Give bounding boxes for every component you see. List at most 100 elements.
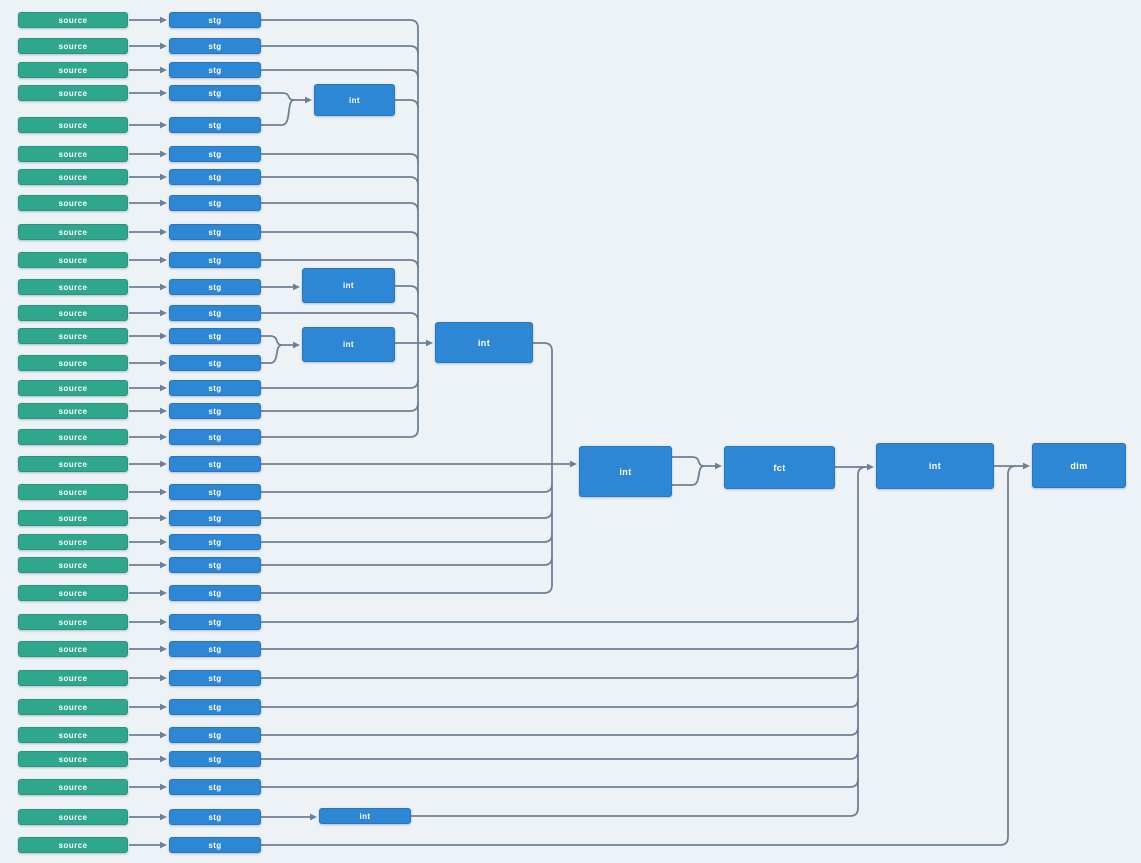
stg-node-28[interactable]: stg — [169, 727, 261, 743]
stg-node-25[interactable]: stg — [169, 641, 261, 657]
source-node-24[interactable]: source — [18, 614, 128, 630]
source-node-4[interactable]: source — [18, 85, 128, 101]
int3-node[interactable]: int — [876, 443, 994, 489]
source-node-32[interactable]: source — [18, 837, 128, 853]
stg-node-26[interactable]: stg — [169, 670, 261, 686]
node-label: stg — [208, 308, 222, 318]
source-node-27[interactable]: source — [18, 699, 128, 715]
stg-node-13[interactable]: stg — [169, 328, 261, 344]
stg-node-32[interactable]: stg — [169, 837, 261, 853]
stg-node-4[interactable]: stg — [169, 85, 261, 101]
source-node-25[interactable]: source — [18, 641, 128, 657]
source-node-17[interactable]: source — [18, 429, 128, 445]
arrowhead-icon — [160, 674, 167, 682]
source-node-23[interactable]: source — [18, 585, 128, 601]
dim-node[interactable]: dim — [1032, 443, 1126, 488]
arrowhead-icon — [160, 645, 167, 653]
source-node-8[interactable]: source — [18, 195, 128, 211]
source-node-2[interactable]: source — [18, 38, 128, 54]
stg-node-3[interactable]: stg — [169, 62, 261, 78]
stg-node-16[interactable]: stg — [169, 403, 261, 419]
stg-node-11[interactable]: stg — [169, 279, 261, 295]
arrowhead-icon — [160, 783, 167, 791]
stg-node-29[interactable]: stg — [169, 751, 261, 767]
source-node-9[interactable]: source — [18, 224, 128, 240]
node-label: source — [58, 308, 88, 318]
int1-node[interactable]: int — [435, 322, 533, 363]
stg-node-8[interactable]: stg — [169, 195, 261, 211]
arrowhead-icon — [160, 256, 167, 264]
stg-node-5[interactable]: stg — [169, 117, 261, 133]
node-label: stg — [208, 172, 222, 182]
node-label: source — [58, 65, 88, 75]
stg-node-24[interactable]: stg — [169, 614, 261, 630]
node-label: stg — [208, 644, 222, 654]
stg-node-20[interactable]: stg — [169, 510, 261, 526]
int2-node[interactable]: int — [579, 446, 672, 497]
source-node-30[interactable]: source — [18, 779, 128, 795]
node-label: stg — [208, 41, 222, 51]
stg-node-27[interactable]: stg — [169, 699, 261, 715]
source-node-10[interactable]: source — [18, 252, 128, 268]
node-label: source — [58, 560, 88, 570]
node-label: source — [58, 383, 88, 393]
edge — [395, 99, 419, 109]
source-node-31[interactable]: source — [18, 809, 128, 825]
int-a-node[interactable]: int — [314, 84, 395, 116]
source-node-20[interactable]: source — [18, 510, 128, 526]
source-node-28[interactable]: source — [18, 727, 128, 743]
stg-node-19[interactable]: stg — [169, 484, 261, 500]
fct-node[interactable]: fct — [724, 446, 835, 489]
stg-node-12[interactable]: stg — [169, 305, 261, 321]
node-label: stg — [208, 812, 222, 822]
int-d-node[interactable]: int — [319, 808, 411, 824]
node-label: source — [58, 198, 88, 208]
stg-node-30[interactable]: stg — [169, 779, 261, 795]
source-node-18[interactable]: source — [18, 456, 128, 472]
stg-node-1[interactable]: stg — [169, 12, 261, 28]
node-label: source — [58, 673, 88, 683]
source-node-21[interactable]: source — [18, 534, 128, 550]
node-label: stg — [208, 840, 222, 850]
stg-node-14[interactable]: stg — [169, 355, 261, 371]
stg-node-31[interactable]: stg — [169, 809, 261, 825]
stg-node-10[interactable]: stg — [169, 252, 261, 268]
stg-node-17[interactable]: stg — [169, 429, 261, 445]
stg-node-9[interactable]: stg — [169, 224, 261, 240]
stg-node-23[interactable]: stg — [169, 585, 261, 601]
edge — [261, 379, 419, 389]
int-c-node[interactable]: int — [302, 327, 395, 362]
stg-node-15[interactable]: stg — [169, 380, 261, 396]
arrowhead-icon — [160, 66, 167, 74]
edge — [533, 342, 553, 352]
source-node-1[interactable]: source — [18, 12, 128, 28]
source-node-15[interactable]: source — [18, 380, 128, 396]
source-node-3[interactable]: source — [18, 62, 128, 78]
source-node-29[interactable]: source — [18, 751, 128, 767]
edge — [261, 259, 419, 269]
arrowhead-icon — [160, 460, 167, 468]
node-label: source — [58, 459, 88, 469]
source-node-6[interactable]: source — [18, 146, 128, 162]
stg-node-21[interactable]: stg — [169, 534, 261, 550]
node-label: stg — [208, 331, 222, 341]
node-label: source — [58, 840, 88, 850]
source-node-26[interactable]: source — [18, 670, 128, 686]
stg-node-6[interactable]: stg — [169, 146, 261, 162]
node-label: source — [58, 487, 88, 497]
stg-node-18[interactable]: stg — [169, 456, 261, 472]
int-b-node[interactable]: int — [302, 268, 395, 303]
source-node-16[interactable]: source — [18, 403, 128, 419]
source-node-19[interactable]: source — [18, 484, 128, 500]
stg-node-2[interactable]: stg — [169, 38, 261, 54]
source-node-13[interactable]: source — [18, 328, 128, 344]
stg-node-22[interactable]: stg — [169, 557, 261, 573]
source-node-7[interactable]: source — [18, 169, 128, 185]
source-node-22[interactable]: source — [18, 557, 128, 573]
source-node-14[interactable]: source — [18, 355, 128, 371]
stg-node-7[interactable]: stg — [169, 169, 261, 185]
arrowhead-icon — [160, 359, 167, 367]
source-node-5[interactable]: source — [18, 117, 128, 133]
source-node-11[interactable]: source — [18, 279, 128, 295]
source-node-12[interactable]: source — [18, 305, 128, 321]
